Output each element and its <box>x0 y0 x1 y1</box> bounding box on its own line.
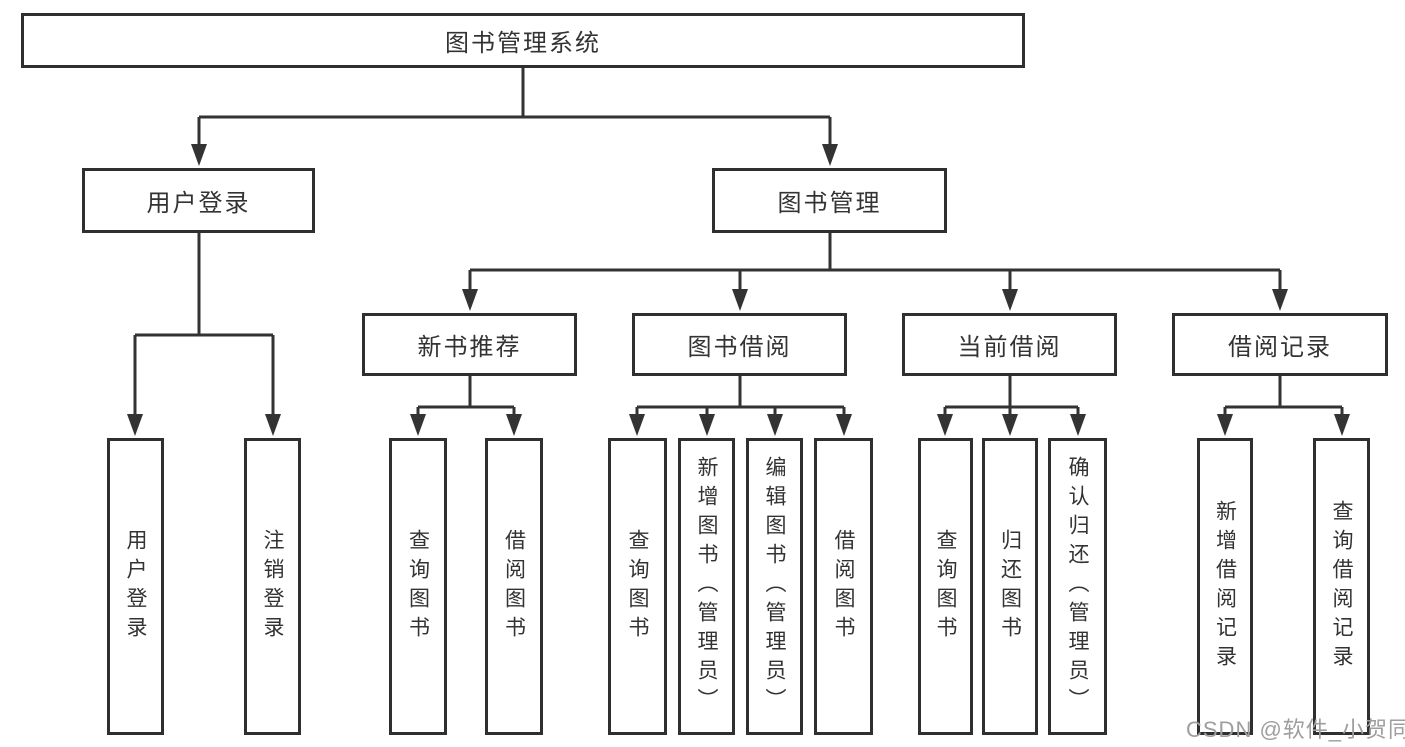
leaf-query-books-borrowing: 查询图书 <box>608 438 667 735</box>
node-label: 编辑图书（管理员） <box>763 456 787 717</box>
leaf-query-books-recommend: 查询图书 <box>389 438 447 735</box>
node-label: 借阅记录 <box>1228 334 1332 361</box>
leaf-return-books: 归还图书 <box>982 438 1038 735</box>
leaf-user-login: 用户登录 <box>107 438 164 735</box>
node-borrowing-records: 借阅记录 <box>1172 313 1388 376</box>
node-label: 借阅图书 <box>502 528 526 645</box>
node-label: 归还图书 <box>998 528 1022 645</box>
node-label: 图书管理系统 <box>445 30 601 57</box>
node-label: 查询借阅记录 <box>1330 499 1354 674</box>
node-label: 注销登录 <box>261 528 285 645</box>
csdn-watermark: CSDN @软件_小贺同学 <box>1186 717 1405 742</box>
node-label: 查询图书 <box>406 528 430 645</box>
leaf-query-books-current: 查询图书 <box>918 438 973 735</box>
node-label: 查询图书 <box>934 528 958 645</box>
node-book-borrowing: 图书借阅 <box>632 313 847 376</box>
node-label: 新书推荐 <box>417 334 522 361</box>
node-label: 当前借阅 <box>957 334 1062 361</box>
node-new-book-recommendation: 新书推荐 <box>362 313 577 376</box>
node-label: 确认归还（管理员） <box>1066 456 1090 717</box>
node-book-management: 图书管理 <box>712 168 947 233</box>
node-label: 借阅图书 <box>832 528 856 645</box>
node-current-borrowing: 当前借阅 <box>902 313 1117 376</box>
node-library-system: 图书管理系统 <box>21 13 1025 68</box>
leaf-borrow-books: 借阅图书 <box>814 438 873 735</box>
node-user-login: 用户登录 <box>82 168 315 233</box>
leaf-add-borrow-record: 新增借阅记录 <box>1197 438 1253 735</box>
node-label: 新增借阅记录 <box>1213 499 1237 674</box>
node-label: 用户登录 <box>124 528 148 645</box>
node-label: 新增图书（管理员） <box>695 456 719 717</box>
leaf-borrow-books-recommend: 借阅图书 <box>485 438 543 735</box>
leaf-confirm-return-admin: 确认归还（管理员） <box>1048 438 1107 735</box>
node-label: 图书管理 <box>777 190 882 217</box>
leaf-query-borrow-record: 查询借阅记录 <box>1313 438 1370 735</box>
leaf-logout: 注销登录 <box>244 438 301 735</box>
node-label: 用户登录 <box>146 190 251 217</box>
leaf-add-books-admin: 新增图书（管理员） <box>678 438 735 735</box>
leaf-edit-books-admin: 编辑图书（管理员） <box>746 438 803 735</box>
node-label: 图书借阅 <box>687 334 792 361</box>
node-label: 查询图书 <box>626 528 650 645</box>
